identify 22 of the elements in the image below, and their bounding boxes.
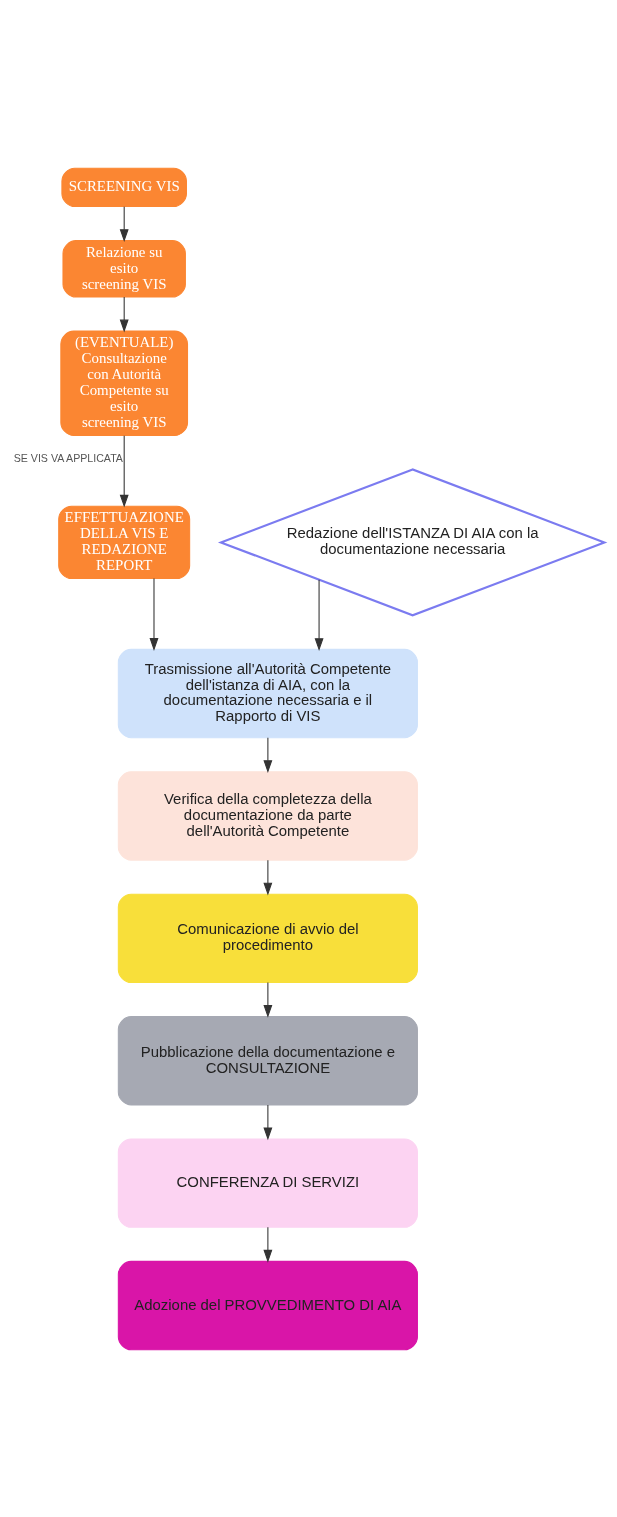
- arrow: [314, 578, 324, 651]
- arrow: [263, 1103, 273, 1140]
- node-box: (EVENTUALE) Consultazione con Autorità Competente su esito screening VIS: [60, 330, 189, 436]
- arrow: [263, 859, 273, 895]
- node-box: Adozione del PROVVEDIMENTO DI AIA: [117, 1260, 418, 1350]
- arrow: [119, 434, 129, 508]
- node-diamond: Redazione dell'ISTANZA DI AIA con la documentazione necessaria: [217, 467, 608, 616]
- node-box: Pubblicazione della documentazione e CONSULTAZIONE: [117, 1015, 418, 1105]
- node-box: Comunicazione di avvio del procedimento: [117, 893, 418, 983]
- arrow: [263, 736, 273, 773]
- node-box: Relazione su esito screening VIS: [62, 239, 186, 298]
- arrow: [149, 577, 159, 651]
- arrow: [119, 296, 129, 332]
- arrow: [263, 1226, 273, 1263]
- arrow: [119, 205, 129, 242]
- arrow: [263, 981, 273, 1018]
- node-box: CONFERENZA DI SERVIZI: [117, 1137, 418, 1228]
- node-box: EFFETTUAZIONE DELLA VIS E REDAZIONE REPORT: [58, 505, 191, 579]
- node-box: Verifica della completezza della documentazione da parte dell'Autorità Competente: [117, 770, 418, 861]
- edge-label: SE VIS VA APPLICATA: [13, 451, 123, 464]
- node-box: SCREENING VIS: [61, 167, 187, 207]
- node-box: Trasmissione all'Autorità Competente dell'istanza di AIA, con la documentazione necessaria e il Rapporto di VIS: [117, 648, 418, 738]
